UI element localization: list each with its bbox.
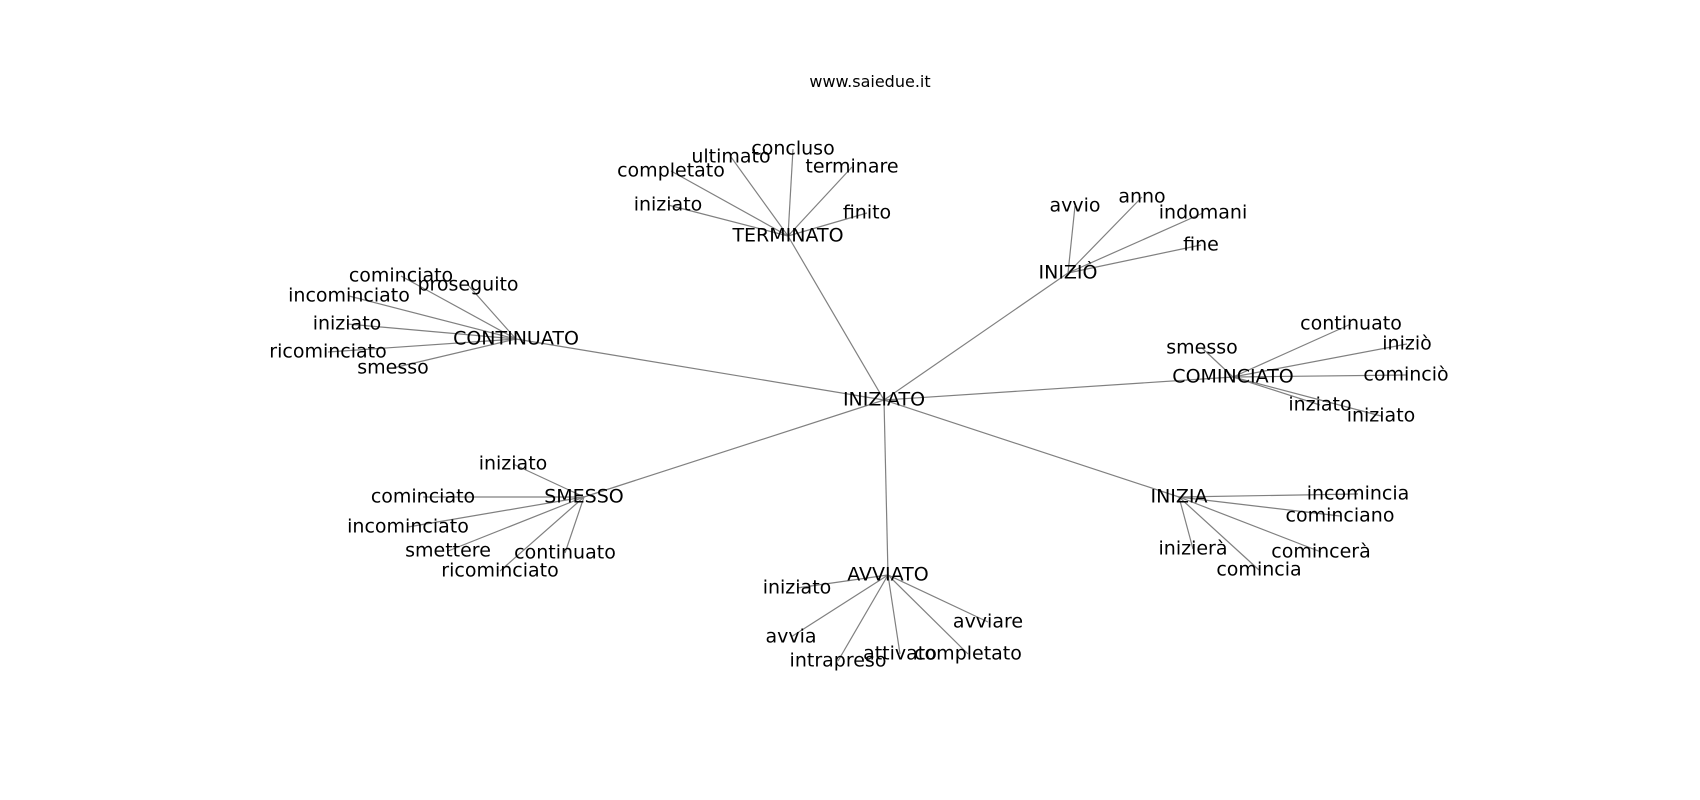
node-leaf-inizia-cominciano: cominciano [1286,505,1395,527]
edge-cominciato-inziato [1232,376,1321,406]
node-leaf-inizio-avvio: avvio [1049,195,1100,217]
edge-inizia-iniziera [1178,496,1194,550]
node-leaf-cominciato-continuato: continuato [1300,313,1402,335]
edge-smesso-smettere [447,496,585,552]
node-leaf-continuato-proseguito: proseguito [417,274,518,296]
node-leaf-avviato-attivato: attivato [863,643,937,665]
edge-inizio-avvio [1067,205,1076,274]
node-leaf-continuato-iniziato: iniziato [313,313,382,335]
node-hub-inizio: INIZIÒ [1039,260,1098,284]
node-center: INIZIATO [843,389,925,411]
edge-cominciato-iniziato [1232,376,1382,417]
edge-terminato-terminare [787,166,853,237]
node-leaf-terminato-terminare: terminare [805,156,898,178]
edge-terminato-finito [787,212,868,237]
node-leaf-terminato-iniziato: iniziato [634,194,703,216]
edge-smesso-iniziato [512,463,585,498]
graph-labels: INIZIATOTERMINATOconclusoultimatocomplet… [269,138,1448,672]
edge-smesso-continuato [564,496,585,554]
node-leaf-continuato-smesso: smesso [357,357,429,379]
node-leaf-continuato-cominciato: cominciato [349,265,453,287]
node-leaf-terminato-completato: completato [617,160,725,182]
watermark: www.saiedue.it [809,72,931,91]
node-leaf-avviato-intrapreso: intrapreso [790,650,887,672]
node-leaf-terminato-ultimato: ultimato [691,146,770,168]
node-leaf-inizio-fine: fine [1183,234,1219,256]
node-leaf-terminato-concluso: concluso [751,138,834,160]
edge-center-inizio [883,272,1069,401]
edge-avviato-avviare [887,574,989,623]
node-leaf-inizio-indomani: indomani [1159,202,1247,224]
edge-continuato-ricominciato [327,338,517,353]
edge-inizia-incomincia [1178,493,1359,498]
node-hub-avviato: AVVIATO [847,564,928,586]
node-leaf-terminato-finito: finito [843,202,891,224]
edge-avviato-attivato [887,574,901,655]
node-leaf-cominciato-smesso: smesso [1166,337,1238,359]
node-leaf-inizia-iniziera: inizierà [1159,538,1228,560]
edge-inizio-fine [1067,244,1202,274]
node-leaf-avviato-completato: completato [914,643,1022,665]
edge-continuato-cominciato [400,275,517,340]
node-leaf-cominciato-iniziato: iniziato [1347,405,1416,427]
node-hub-continuato: CONTINUATO [453,328,579,350]
edge-inizia-comincia [1178,496,1260,571]
node-leaf-cominciato-comincio: cominciò [1363,364,1448,386]
edge-cominciato-inizio [1232,343,1408,378]
edge-terminato-ultimato [730,156,789,237]
node-leaf-avviato-avvia: avvia [765,626,816,648]
node-leaf-continuato-ricominciato: ricominciato [269,341,386,363]
edge-center-smesso [583,399,885,498]
edge-center-terminato [787,235,885,401]
node-leaf-avviato-iniziato: iniziato [763,577,832,599]
node-leaf-smesso-iniziato: iniziato [479,453,548,475]
edge-smesso-incominciato [407,496,585,528]
edge-avviato-iniziato [796,574,889,589]
node-leaf-cominciato-inziato: inziato [1288,394,1351,416]
node-hub-terminato: TERMINATO [731,225,843,247]
node-hub-cominciato: COMINCIATO [1172,366,1293,388]
node-leaf-inizia-comincia: comincia [1216,559,1301,581]
edge-center-continuato [515,338,885,401]
edge-avviato-avvia [790,574,889,638]
edge-smesso-ricominciato [499,496,585,572]
node-leaf-smesso-incominciato: incominciato [347,516,469,538]
node-leaf-cominciato-inizio: iniziò [1382,333,1431,355]
node-leaf-avviato-avviare: avviare [953,611,1023,633]
edge-continuato-proseguito [467,284,517,340]
edge-inizio-anno [1067,196,1143,274]
edge-center-inizia [883,399,1180,498]
node-hub-inizia: INIZIA [1150,486,1207,508]
edge-terminato-completato [670,170,789,237]
edge-center-cominciato [883,376,1234,401]
edge-inizia-comincera [1178,496,1322,553]
node-leaf-inizia-comincera: comincerà [1271,541,1371,563]
edge-cominciato-comincio [1232,374,1407,378]
edge-center-avviato [883,399,889,576]
edge-inizia-cominciano [1178,496,1341,517]
node-leaf-inizia-incomincia: incomincia [1307,483,1410,505]
edge-continuato-incominciato [348,295,517,340]
graph-edges [327,148,1408,662]
node-leaf-smesso-smettere: smettere [405,540,491,562]
edge-cominciato-continuato [1232,323,1352,378]
node-leaf-smesso-cominciato: cominciato [371,486,475,508]
node-hub-smesso: SMESSO [544,486,624,508]
edge-continuato-iniziato [346,323,517,340]
edge-avviato-completato [887,574,969,655]
edge-continuato-smesso [392,338,517,369]
edge-terminato-iniziato [667,204,789,237]
node-leaf-smesso-ricominciato: ricominciato [441,560,558,582]
edge-inizio-indomani [1067,212,1204,274]
edge-avviato-intrapreso [837,574,889,662]
edge-terminato-concluso [787,148,794,237]
edge-cominciato-smesso [1201,347,1234,378]
node-leaf-smesso-continuato: continuato [514,542,616,564]
node-leaf-inizio-anno: anno [1118,186,1165,208]
node-leaf-continuato-incominciato: incominciato [288,285,410,307]
